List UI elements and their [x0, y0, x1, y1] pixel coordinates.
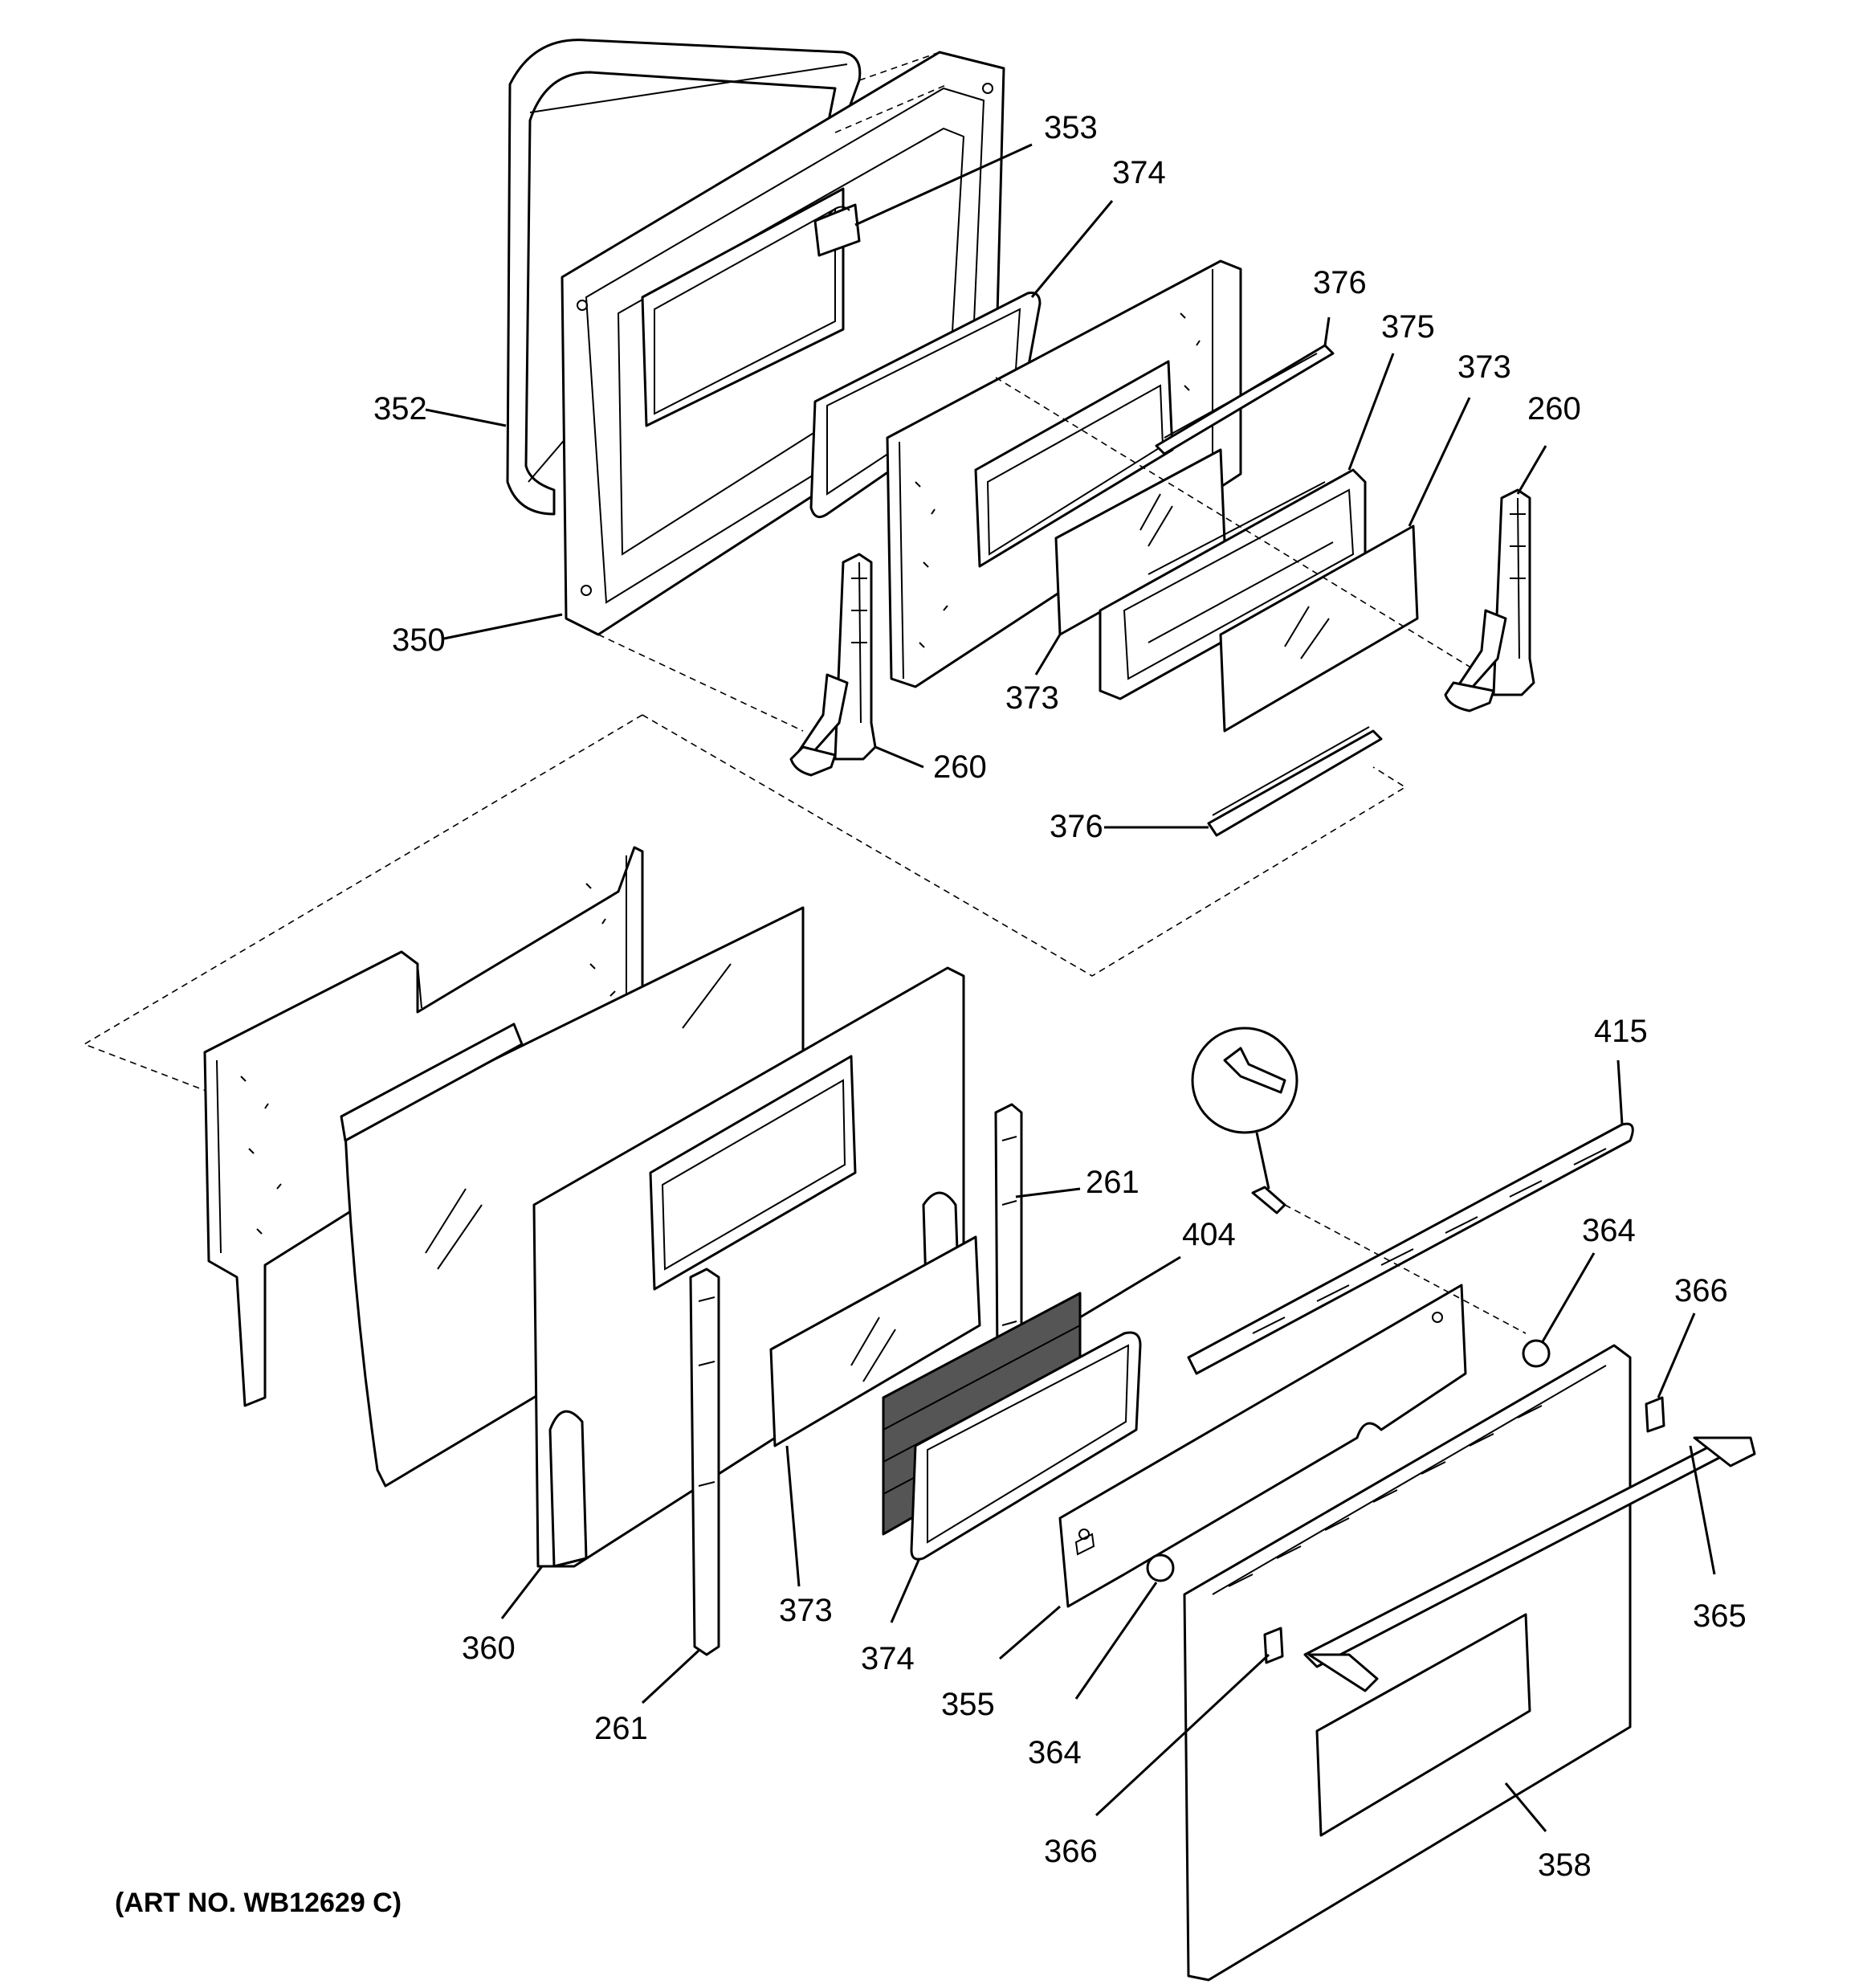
callout-374-lower: 374 [861, 1641, 915, 1676]
end-cap-clip-366-lower [1263, 1627, 1284, 1664]
callout-364-lower: 364 [1028, 1735, 1082, 1770]
glass-holder-376-lower [1207, 726, 1383, 837]
hinge-channel-261-left [689, 1268, 720, 1656]
spacer-364-lower [1146, 1553, 1175, 1582]
callout-364-upper: 364 [1582, 1213, 1636, 1248]
callout-376-lower: 376 [1050, 809, 1103, 844]
hinge-bracket-353 [813, 203, 861, 257]
callout-350: 350 [392, 623, 446, 658]
glass-panel-373-upper-right [1219, 525, 1419, 733]
callout-373-lower: 373 [779, 1593, 833, 1628]
door-panel-355 [1058, 1284, 1467, 1608]
callout-415: 415 [1594, 1014, 1648, 1049]
screw-magnifier [1191, 1027, 1527, 1334]
hinge-260-left [789, 553, 877, 777]
handle-365 [1303, 1436, 1756, 1692]
callout-261-right: 261 [1086, 1165, 1139, 1200]
callout-373-upper-left: 373 [1005, 680, 1059, 716]
callout-366-lower: 366 [1044, 1834, 1098, 1869]
glass-panel-373-lower [769, 1235, 981, 1447]
callout-373-upper-right: 373 [1457, 349, 1511, 385]
art-number: (ART NO. WB12629 C) [115, 1888, 402, 1918]
callout-365: 365 [1693, 1598, 1747, 1634]
window-gasket-374-lower [910, 1331, 1142, 1561]
spacer-364-upper [1522, 1339, 1551, 1368]
hinge-260-right [1444, 488, 1535, 712]
insulation-speckles-lower [240, 883, 616, 1235]
callout-360: 360 [462, 1631, 516, 1666]
callout-260-lower-left: 260 [933, 749, 987, 785]
glass-holder-376-upper [1155, 344, 1335, 455]
callout-353: 353 [1044, 110, 1098, 145]
outer-door-358 [1183, 1344, 1632, 1982]
callout-374-upper: 374 [1112, 155, 1166, 190]
leader-lines [425, 143, 1716, 1832]
callout-labels: 353 374 376 375 373 260 352 350 373 260 … [373, 110, 1747, 1883]
callout-352: 352 [373, 391, 427, 427]
callout-260-upper-right: 260 [1527, 391, 1581, 427]
callout-404: 404 [1182, 1217, 1236, 1252]
insulation-upper [886, 259, 1242, 688]
callout-358: 358 [1538, 1847, 1592, 1883]
callout-261-left: 261 [594, 1711, 648, 1746]
alignment-lines-upper [83, 51, 1470, 1117]
door-frame [532, 966, 965, 1568]
callout-366-upper: 366 [1674, 1273, 1728, 1308]
glass-channel-375 [1099, 468, 1367, 700]
callout-375: 375 [1381, 309, 1435, 345]
end-cap-clip-366-upper [1645, 1396, 1665, 1433]
callout-355: 355 [941, 1687, 995, 1722]
callout-376-upper: 376 [1313, 265, 1367, 300]
